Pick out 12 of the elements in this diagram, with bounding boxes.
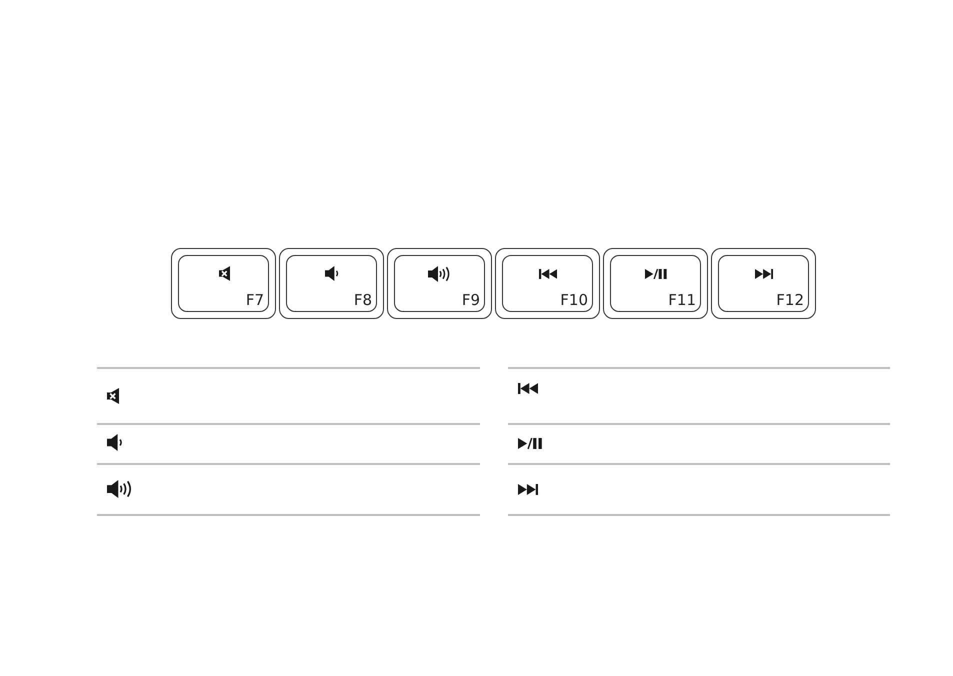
function-key xyxy=(603,248,708,319)
function-key xyxy=(171,248,276,319)
key-label: F8 xyxy=(354,291,372,309)
key-label: F9 xyxy=(462,291,480,309)
function-key xyxy=(711,248,816,319)
key-label: F10 xyxy=(560,291,588,309)
function-key xyxy=(495,248,600,319)
key-label: F7 xyxy=(246,291,264,309)
function-key xyxy=(279,248,384,319)
function-key xyxy=(387,248,492,319)
key-label: F12 xyxy=(776,291,804,309)
key-label: F11 xyxy=(668,291,696,309)
